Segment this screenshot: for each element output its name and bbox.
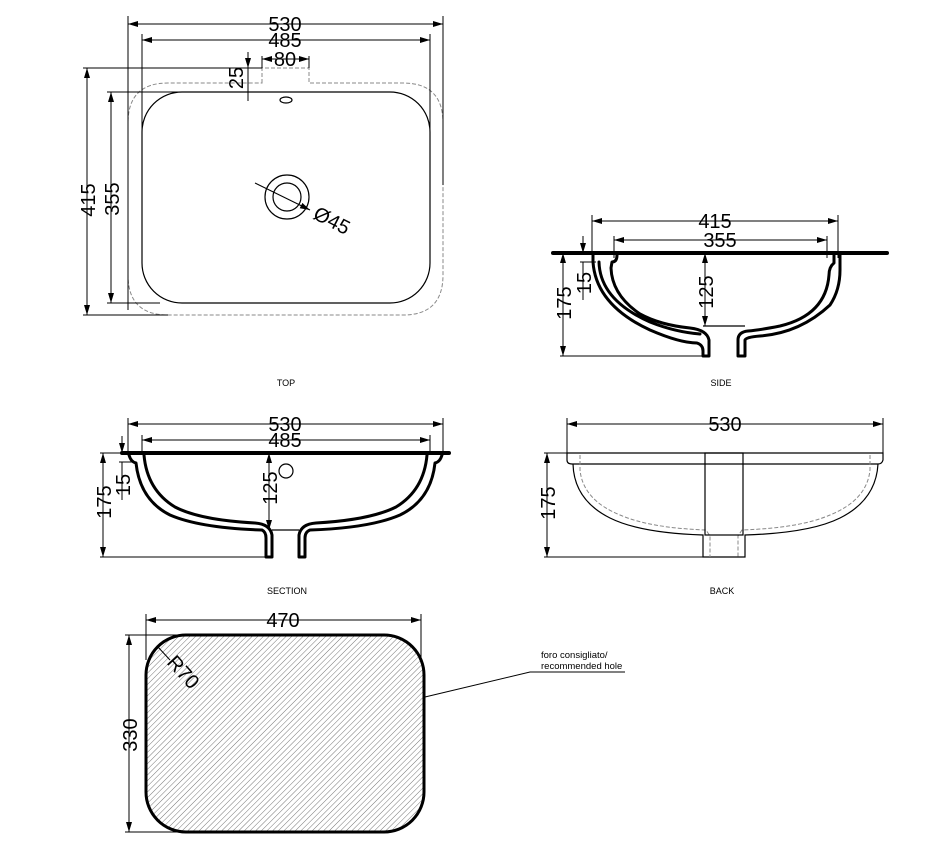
dim-top-25: 25 bbox=[226, 67, 248, 89]
note-leader-line bbox=[424, 671, 625, 698]
section-view: 530 485 175 15 125 SECTION bbox=[94, 414, 451, 596]
dim-back-175: 175 bbox=[538, 486, 560, 519]
dim-side-415: 415 bbox=[698, 211, 731, 233]
top-view: 530 485 80 25 415 355 Ø45 TOP bbox=[78, 14, 444, 388]
dim-top-485: 485 bbox=[268, 30, 301, 52]
back-bowl bbox=[572, 463, 879, 558]
side-bowl-right bbox=[736, 253, 842, 358]
dim-side-15: 15 bbox=[574, 272, 596, 294]
recommended-hole-shape bbox=[144, 633, 426, 834]
cutout-view: 470 330 R70 foro consigliato/ recommende… bbox=[120, 610, 625, 834]
overflow-hole bbox=[278, 463, 294, 479]
dim-cutout-470: 470 bbox=[266, 610, 299, 632]
view-label-section: SECTION bbox=[267, 586, 307, 596]
section-bowl-profile bbox=[127, 453, 444, 559]
bowl-outline bbox=[141, 91, 431, 304]
dim-top-530: 530 bbox=[268, 14, 301, 36]
view-label-back: BACK bbox=[710, 586, 735, 596]
dim-side-175: 175 bbox=[554, 286, 576, 319]
dim-side-125: 125 bbox=[696, 275, 718, 308]
side-bowl-profile bbox=[591, 253, 711, 358]
dim-side-355: 355 bbox=[703, 230, 736, 252]
dim-top-drain: Ø45 bbox=[310, 203, 354, 240]
note-line-2: recommended hole bbox=[541, 661, 622, 672]
dim-back-530: 530 bbox=[708, 414, 741, 436]
drain-inner bbox=[272, 182, 302, 212]
dim-top-415: 415 bbox=[78, 183, 100, 216]
dim-cutout-330: 330 bbox=[120, 718, 142, 751]
back-center-column bbox=[704, 452, 744, 536]
dim-top-80: 80 bbox=[274, 49, 296, 71]
drain-outer bbox=[264, 174, 310, 220]
dim-section-15: 15 bbox=[113, 474, 135, 496]
outer-rim-outline bbox=[127, 67, 444, 316]
back-view: 530 175 BACK bbox=[538, 414, 884, 596]
view-label-top: TOP bbox=[277, 378, 295, 388]
dim-section-125: 125 bbox=[260, 471, 282, 504]
dim-section-485: 485 bbox=[268, 430, 301, 452]
side-view: 415 355 175 15 125 SIDE bbox=[551, 211, 889, 388]
dim-section-530: 530 bbox=[268, 414, 301, 436]
view-label-side: SIDE bbox=[710, 378, 731, 388]
dim-section-175: 175 bbox=[94, 485, 116, 518]
back-rim bbox=[566, 452, 884, 465]
note-line-1: foro consigliato/ bbox=[541, 650, 608, 661]
dim-top-355: 355 bbox=[102, 182, 124, 215]
overflow-hole bbox=[279, 96, 293, 104]
